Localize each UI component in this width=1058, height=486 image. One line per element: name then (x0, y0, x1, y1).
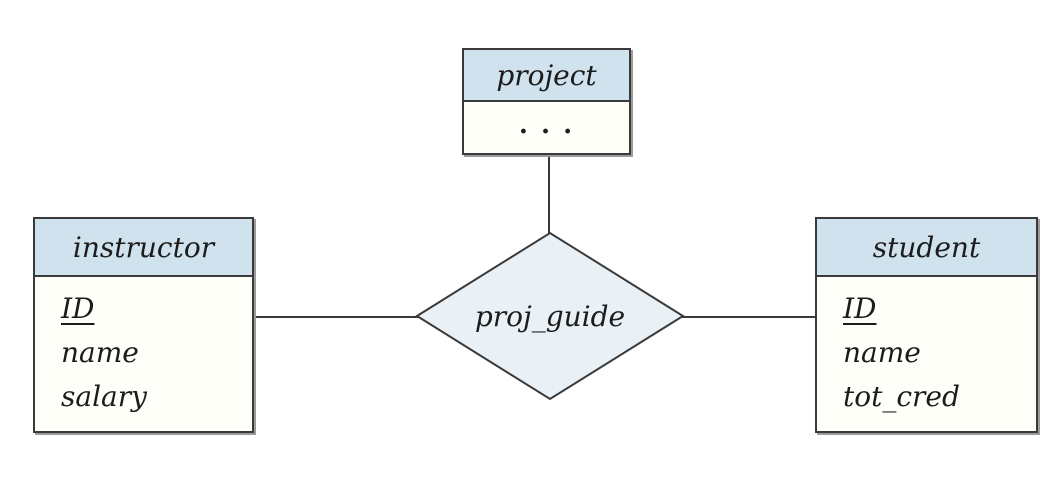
entity-project-body: . . . (464, 102, 629, 148)
entity-instructor: instructor ID name salary (33, 217, 254, 433)
entity-instructor-body: ID name salary (35, 277, 252, 419)
entity-instructor-name: instructor (72, 230, 215, 264)
entity-student-name: student (872, 230, 981, 264)
entity-project-header: project (464, 50, 629, 102)
attribute-instructor-id: ID (61, 292, 95, 325)
attribute-student-name: name (843, 336, 921, 369)
entity-student: student ID name tot_cred (815, 217, 1038, 433)
attribute-student-totcred: tot_cred (843, 380, 960, 413)
attribute-instructor-salary: salary (61, 380, 147, 413)
entity-project: project . . . (462, 48, 631, 155)
relationship-diamond-shape (415, 231, 685, 401)
attribute-instructor-name: name (61, 336, 139, 369)
attribute-ellipsis: . . . (518, 110, 575, 140)
entity-student-header: student (817, 219, 1036, 277)
relationship-label: proj_guide (474, 299, 626, 333)
entity-instructor-header: instructor (35, 219, 252, 277)
entity-student-body: ID name tot_cred (817, 277, 1036, 419)
attribute-student-id: ID (843, 292, 877, 325)
entity-project-name: project (496, 58, 597, 92)
